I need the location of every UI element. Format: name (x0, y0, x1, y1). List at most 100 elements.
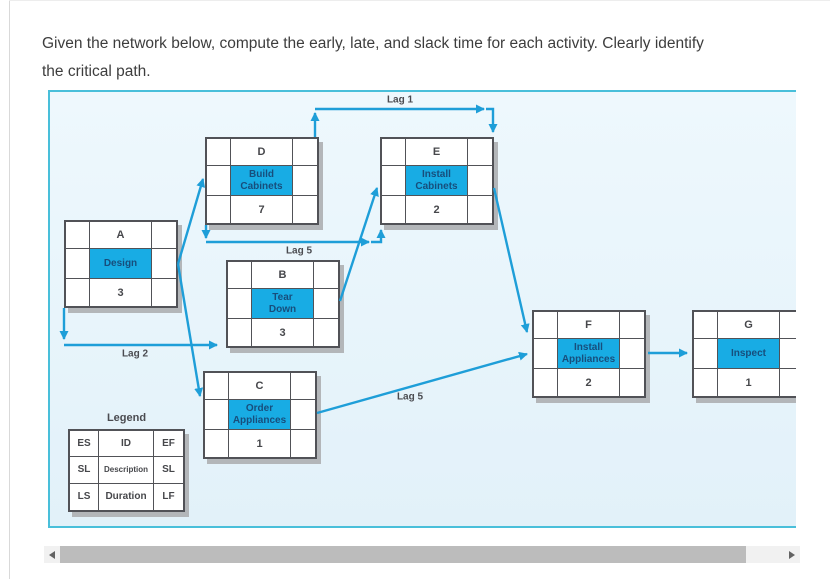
blank-cell (694, 369, 718, 396)
legend-sl-left-cell: SL (70, 457, 99, 484)
arrow-lag1-into-e (486, 107, 498, 133)
blank-cell (382, 196, 406, 223)
scrollbar-thumb[interactable] (60, 546, 746, 563)
blank-cell (780, 339, 796, 369)
arrow-a-to-c (176, 263, 204, 397)
blank-cell (620, 369, 644, 396)
blank-cell (152, 279, 176, 306)
blank-cell (534, 369, 558, 396)
horizontal-scrollbar[interactable] (44, 546, 800, 563)
activity-description: Install Appliances (558, 339, 620, 369)
activity-description: Inspect (718, 339, 780, 369)
question-line-1: Given the network below, compute the ear… (42, 35, 704, 52)
blank-cell (694, 339, 718, 369)
blank-cell (66, 279, 90, 306)
activity-node-g: G Inspect 1 (692, 310, 796, 398)
legend-es-cell: ES (70, 431, 99, 458)
arrow-b-to-e (338, 187, 379, 302)
blank-cell (468, 196, 492, 223)
blank-cell (205, 430, 229, 457)
activity-description: Design (90, 249, 152, 279)
activity-duration: 7 (231, 196, 293, 223)
scroll-left-button[interactable] (44, 546, 60, 563)
scroll-left-icon (49, 550, 55, 559)
blank-cell (620, 312, 644, 339)
blank-cell (291, 400, 315, 430)
blank-cell (291, 373, 315, 400)
activity-id: E (406, 139, 468, 166)
arrow-c-to-f (316, 351, 528, 415)
blank-cell (152, 249, 176, 279)
blank-cell (780, 369, 796, 396)
blank-cell (228, 262, 252, 289)
arrow-e-to-f (492, 187, 530, 333)
activity-duration: 1 (229, 430, 291, 457)
activity-node-b: B Tear Down 3 (226, 260, 340, 348)
blank-cell (207, 196, 231, 223)
lag-label-5b: Lag 5 (396, 391, 424, 403)
blank-cell (620, 339, 644, 369)
blank-cell (468, 166, 492, 196)
activity-id: G (718, 312, 780, 339)
legend-table: ES ID EF SL Description SL LS Duration L… (68, 429, 185, 512)
blank-cell (205, 373, 229, 400)
legend-duration-cell: Duration (99, 483, 154, 510)
activity-node-d: D Build Cabinets 7 (205, 137, 319, 225)
activity-node-f: F Install Appliances 2 (532, 310, 646, 398)
activity-duration: 1 (718, 369, 780, 396)
arrow-a-to-d (176, 178, 206, 265)
arrow-lag5-into-e (371, 229, 386, 244)
activity-id: C (229, 373, 291, 400)
activity-duration: 3 (252, 319, 314, 346)
scroll-right-icon (789, 550, 795, 559)
activity-description: Install Cabinets (406, 166, 468, 196)
legend-id-cell: ID (99, 431, 154, 458)
lag-label-5a: Lag 5 (285, 245, 313, 257)
blank-cell (293, 196, 317, 223)
lag-label-2: Lag 2 (121, 348, 149, 360)
blank-cell (694, 312, 718, 339)
activity-description: Build Cabinets (231, 166, 293, 196)
activity-duration: 3 (90, 279, 152, 306)
blank-cell (314, 262, 338, 289)
scroll-right-button[interactable] (784, 546, 800, 563)
activity-node-c: C Order Appliances 1 (203, 371, 317, 459)
activity-node-a: A Design 3 (64, 220, 178, 308)
legend-ef-cell: EF (154, 431, 183, 458)
network-diagram-panel: A Design 3 D Build Cabinets 7 E Instal (48, 90, 796, 528)
blank-cell (66, 249, 90, 279)
blank-cell (382, 139, 406, 166)
blank-cell (207, 166, 231, 196)
blank-cell (534, 312, 558, 339)
blank-cell (314, 319, 338, 346)
blank-cell (382, 166, 406, 196)
activity-id: A (90, 222, 152, 249)
blank-cell (293, 139, 317, 166)
blank-cell (293, 166, 317, 196)
blank-cell (152, 222, 176, 249)
blank-cell (205, 400, 229, 430)
activity-duration: 2 (558, 369, 620, 396)
question-line-2: the critical path. (42, 63, 151, 80)
legend-ls-cell: LS (70, 483, 99, 510)
lag-label-1: Lag 1 (386, 94, 414, 106)
blank-cell (314, 289, 338, 319)
activity-id: D (231, 139, 293, 166)
legend-description-cell: Description (99, 457, 154, 484)
legend-title: Legend (106, 412, 147, 424)
blank-cell (228, 319, 252, 346)
legend-sl-right-cell: SL (154, 457, 183, 484)
blank-cell (66, 222, 90, 249)
blank-cell (207, 139, 231, 166)
activity-description: Tear Down (252, 289, 314, 319)
blank-cell (780, 312, 796, 339)
blank-cell (534, 339, 558, 369)
activity-description: Order Appliances (229, 400, 291, 430)
question-text: Given the network below, compute the ear… (42, 30, 802, 86)
activity-node-e: E Install Cabinets 2 (380, 137, 494, 225)
activity-id: B (252, 262, 314, 289)
blank-cell (468, 139, 492, 166)
page-left-border (9, 0, 10, 579)
activity-id: F (558, 312, 620, 339)
